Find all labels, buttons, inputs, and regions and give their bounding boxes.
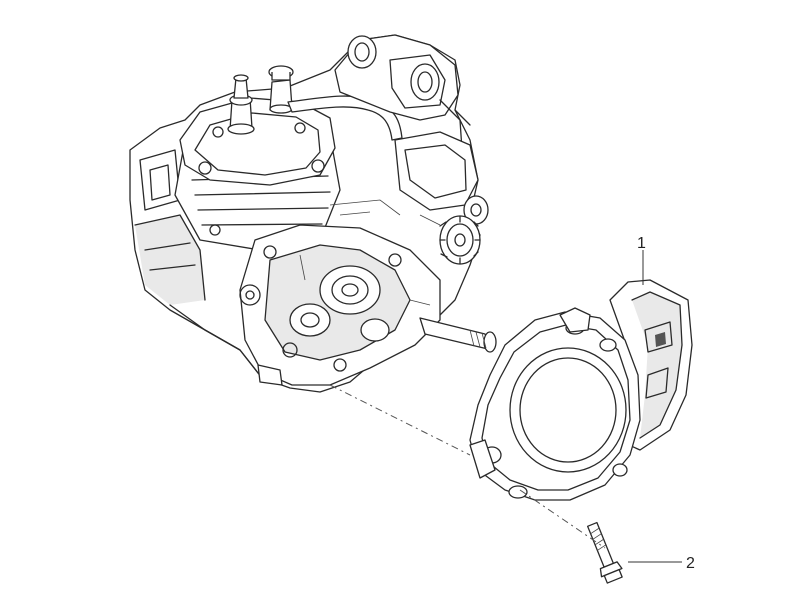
engine-assembly [129,34,497,393]
callout-1: 1 [637,235,646,285]
cover-bolt [586,521,623,584]
carburettor [334,34,471,151]
ignition-cover [469,279,693,501]
callout-1-number: 1 [637,235,646,252]
assembly-axis-line [329,384,606,549]
cover-dome [509,347,627,473]
callout-2-number: 2 [686,555,695,572]
sprocket [439,215,481,265]
spark-plug [227,74,255,135]
cylinder-head [179,97,336,186]
output-shaft [419,317,497,353]
callout-2: 2 [628,555,695,572]
temperature-sensor [268,65,294,114]
